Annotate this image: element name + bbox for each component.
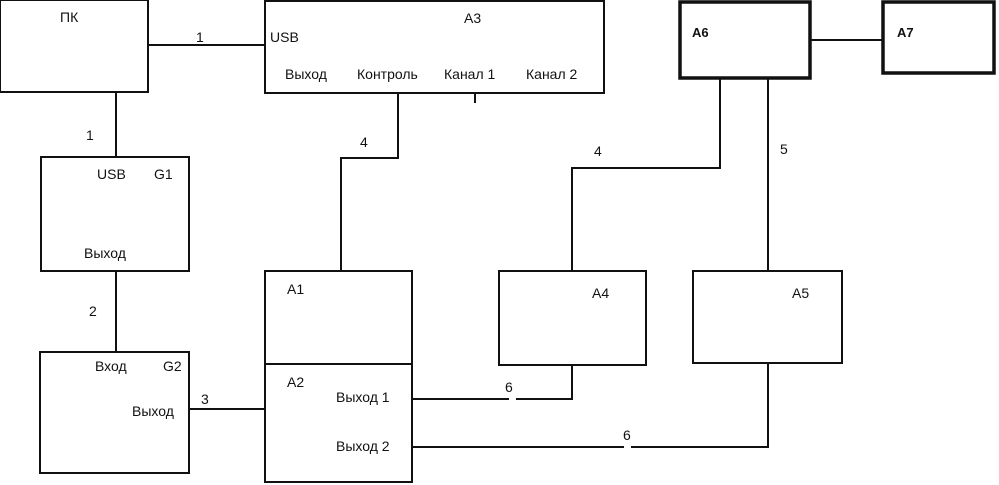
conn-label-g2-a2: 3 — [201, 391, 209, 407]
a3-output-port: Выход — [285, 66, 327, 82]
block-a3: А3 USB Выход Контроль Канал 1 Канал 2 — [264, 0, 605, 94]
wire-a6-a4 — [571, 78, 721, 271]
g1-usb-port: USB — [97, 166, 126, 182]
block-g1: USB G1 Выход — [40, 156, 190, 272]
conn-label-a3-a1: 4 — [360, 134, 368, 150]
block-a5: А5 — [692, 270, 843, 364]
a3-usb-port: USB — [270, 29, 299, 45]
conn-label-a2-a4: 6 — [505, 379, 513, 395]
block-a5-label: А5 — [792, 285, 809, 301]
a3-control-port: Контроль — [357, 66, 418, 82]
wire-a2-a4 — [412, 365, 573, 400]
block-a4-label: А4 — [592, 285, 609, 301]
block-a1-label: А1 — [287, 281, 304, 297]
block-a3-label: А3 — [464, 10, 481, 26]
block-a6: А6 — [678, 0, 812, 80]
block-a4: А4 — [498, 270, 647, 366]
conn-label-pc-g1: 1 — [86, 127, 94, 143]
a2-output1-port: Выход 1 — [336, 389, 390, 405]
conn-label-pc-a3: 1 — [196, 29, 204, 45]
block-a7: А7 — [881, 0, 996, 75]
g2-input-port: Вход — [95, 358, 127, 374]
block-pc: ПК — [0, 0, 149, 93]
conn-label-a6-a4: 4 — [594, 143, 602, 159]
wire-a3-a1 — [340, 93, 399, 271]
block-pc-label: ПК — [60, 9, 79, 25]
block-a7-label: А7 — [897, 25, 914, 40]
g2-output-port: Выход — [132, 403, 174, 419]
block-a6-label: А6 — [692, 25, 709, 40]
conn-label-a2-a5: 6 — [623, 427, 631, 443]
a3-channel1-port: Канал 1 — [444, 66, 496, 82]
wire-a2-a5 — [412, 363, 769, 448]
block-a1-a2: А1 А2 Выход 1 Выход 2 — [264, 270, 413, 483]
block-g1-label: G1 — [154, 166, 173, 182]
conn-label-g1-g2: 2 — [89, 303, 97, 319]
a3-channel2-port: Канал 2 — [526, 66, 578, 82]
conn-label-a6-a5: 5 — [780, 141, 788, 157]
block-g2: Вход G2 Выход — [39, 351, 190, 474]
a2-output2-port: Выход 2 — [336, 438, 390, 454]
g1-output-port: Выход — [84, 245, 126, 261]
block-a2-label: А2 — [287, 374, 304, 390]
block-g2-label: G2 — [163, 358, 182, 374]
